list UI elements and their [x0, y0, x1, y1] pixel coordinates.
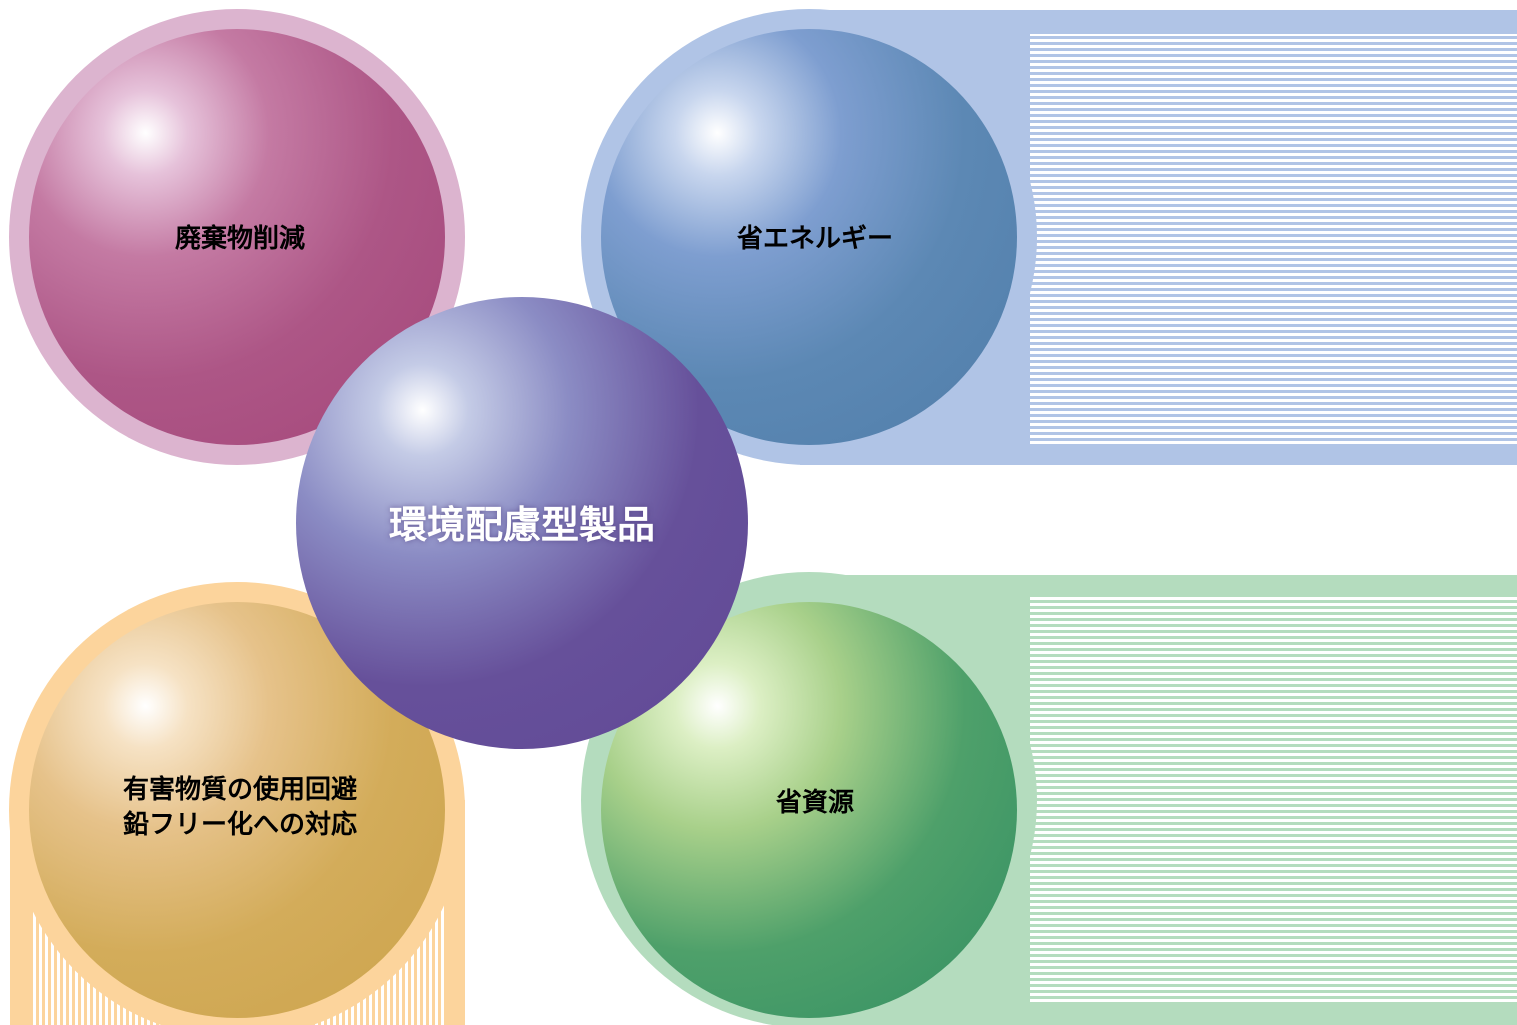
hazardous-label: 有害物質の使用回避 鉛フリー化への対応 [60, 773, 420, 843]
energy-sphere [601, 29, 1017, 445]
resources-label: 省資源 [775, 788, 854, 818]
hazardous-label-line-2: 鉛フリー化への対応 [122, 810, 357, 841]
resources-sphere [601, 602, 1017, 1018]
waste-label: 廃棄物削減 [174, 224, 305, 254]
hazardous-sphere [29, 602, 445, 1018]
hazardous-label-line-1: 有害物質の使用回避 [122, 775, 357, 805]
core-label: 環境配慮型製品 [388, 503, 655, 547]
energy-label: 省エネルギー [736, 224, 893, 254]
waste-sphere [29, 29, 445, 445]
core-sphere [296, 297, 748, 749]
